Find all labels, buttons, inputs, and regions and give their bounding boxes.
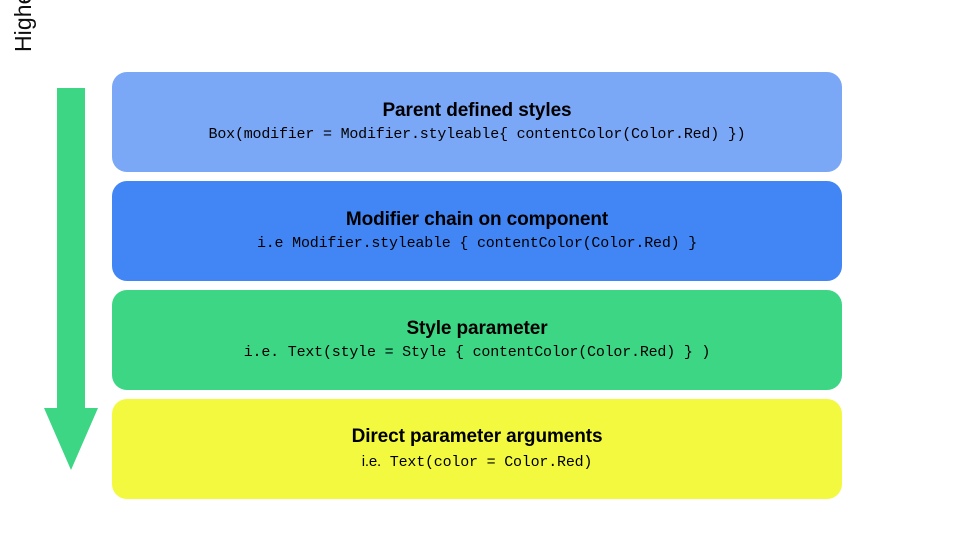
row-code: i.e Modifier.styleable { contentColor(Co… bbox=[257, 235, 697, 253]
row-title: Parent defined styles bbox=[382, 99, 572, 121]
row-code-text: Box(modifier = Modifier.styleable{ conte… bbox=[208, 126, 746, 144]
row-code-text: Text(color = Color.Red) bbox=[380, 453, 593, 471]
row-code-text: Modifier.styleable { contentColor(Color.… bbox=[292, 235, 698, 253]
row-title: Style parameter bbox=[406, 317, 548, 339]
precedence-row-style-parameter[interactable]: Style parameter i.e. Text(style = Style … bbox=[112, 290, 842, 390]
row-code-prefix: i.e. bbox=[361, 452, 381, 470]
precedence-row-modifier-chain-on-component[interactable]: Modifier chain on component i.e Modifier… bbox=[112, 181, 842, 281]
precedence-stack: Parent defined styles Box(modifier = Mod… bbox=[112, 72, 842, 499]
precedence-row-parent-defined-styles[interactable]: Parent defined styles Box(modifier = Mod… bbox=[112, 72, 842, 172]
precedence-axis-label: Higher precedence bbox=[0, 0, 46, 164]
row-code-text: Text(style = Style { contentColor(Color.… bbox=[287, 344, 711, 362]
row-title: Direct parameter arguments bbox=[351, 426, 603, 448]
row-code: i.e. Text(color = Color.Red) bbox=[361, 452, 593, 472]
arrow-down-icon bbox=[44, 88, 98, 470]
precedence-row-direct-parameter-arguments[interactable]: Direct parameter arguments i.e. Text(col… bbox=[112, 399, 842, 499]
row-code-prefix: i.e. bbox=[243, 344, 288, 362]
row-code-prefix: i.e bbox=[256, 235, 293, 253]
row-title: Modifier chain on component bbox=[345, 208, 609, 230]
row-code: i.e. Text(style = Style { contentColor(C… bbox=[244, 344, 711, 362]
row-code: Box(modifier = Modifier.styleable{ conte… bbox=[209, 126, 746, 144]
